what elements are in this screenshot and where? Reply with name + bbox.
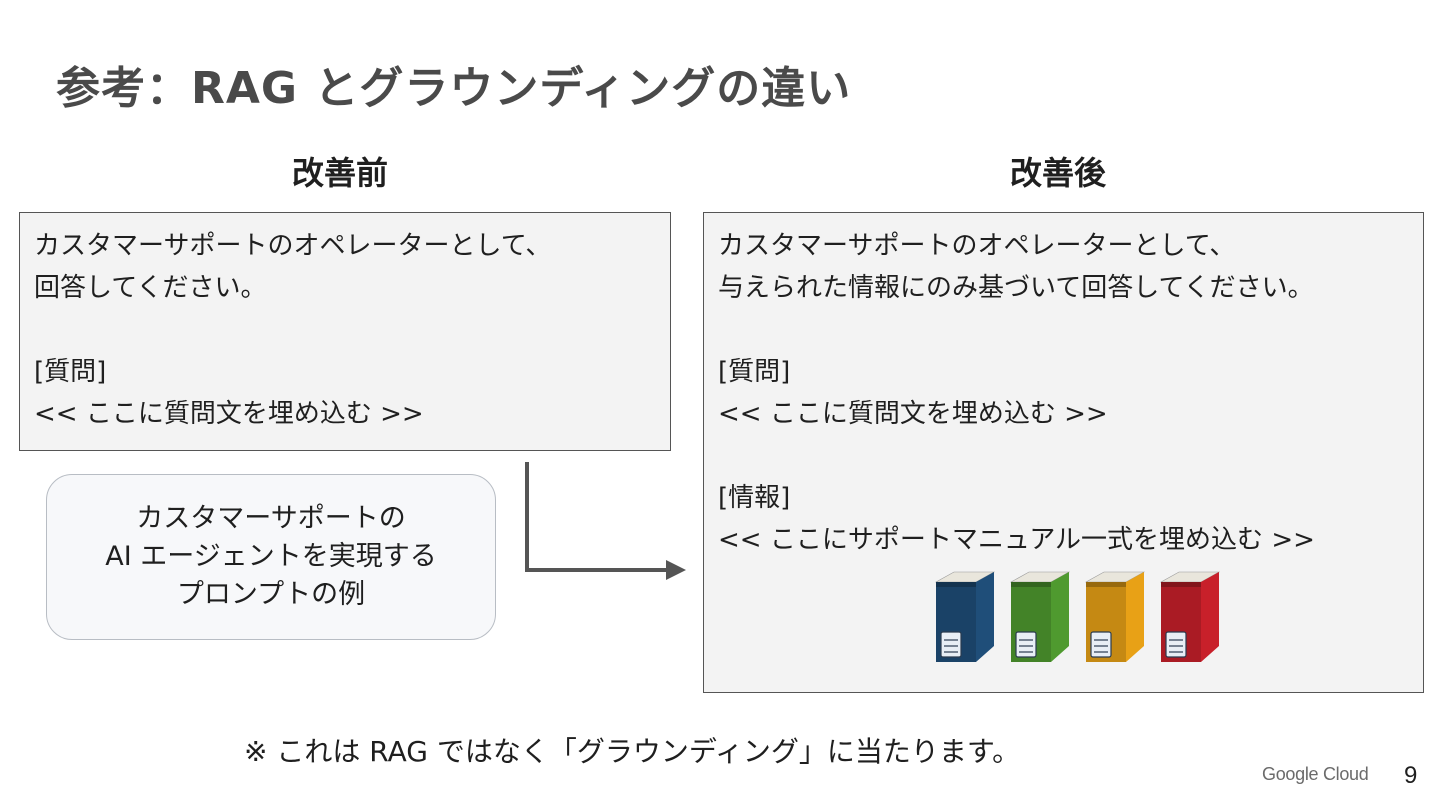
green-binder-icon	[1009, 571, 1071, 662]
callout-box: カスタマーサポートの AI エージェントを実現する プロンプトの例	[46, 474, 496, 640]
heading-before: 改善前	[292, 154, 389, 192]
prompt-line: 与えられた情報にのみ基づいて回答してください。	[718, 273, 1314, 303]
callout-line: プロンプトの例	[176, 579, 366, 610]
prompt-box-before: カスタマーサポートのオペレーターとして、 回答してください。 [質問] << こ…	[19, 212, 671, 451]
orange-binder-icon	[1084, 571, 1146, 662]
red-binder-icon	[1159, 571, 1221, 662]
prompt-line: [質問]	[34, 357, 107, 387]
prompt-line: カスタマーサポートのオペレーターとして、	[34, 231, 552, 261]
slide-title: 参考：RAG とグラウンディングの違い	[56, 63, 852, 114]
prompt-line: << ここに質問文を埋め込む >>	[718, 399, 1108, 429]
page-number: 9	[1404, 762, 1418, 789]
heading-after: 改善後	[1010, 154, 1107, 192]
callout-line: AI エージェントを実現する	[105, 541, 437, 572]
footnote: ※ これは RAG ではなく「グラウンディング」に当たります。	[244, 735, 1021, 768]
prompt-line: 回答してください。	[34, 273, 267, 303]
prompt-line: カスタマーサポートのオペレーターとして、	[718, 231, 1236, 261]
callout-line: カスタマーサポートの	[136, 503, 406, 534]
prompt-line: [情報]	[718, 483, 791, 513]
binders-illustration	[934, 571, 1221, 662]
prompt-line: << ここにサポートマニュアル一式を埋め込む >>	[718, 525, 1315, 555]
google-cloud-logo: Google Cloud	[1262, 764, 1369, 784]
prompt-line: [質問]	[718, 357, 791, 387]
blue-binder-icon	[934, 571, 996, 662]
prompt-line: << ここに質問文を埋め込む >>	[34, 399, 424, 429]
